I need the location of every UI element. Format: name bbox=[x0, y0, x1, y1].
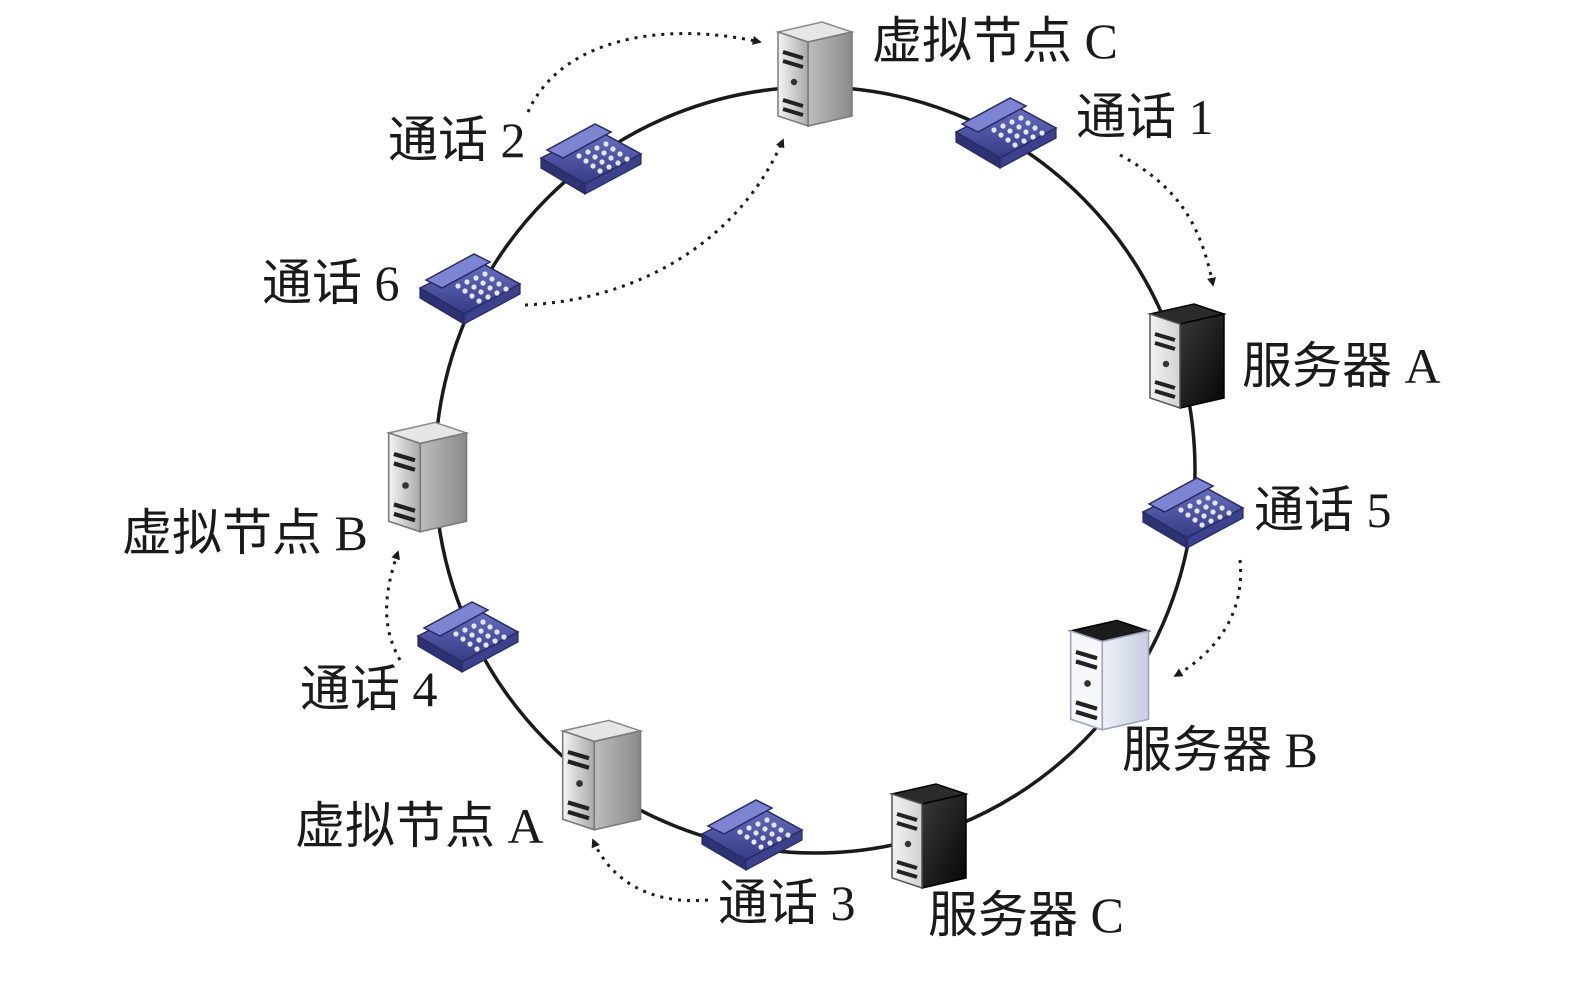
label-virtual-b: 虚拟节点 B bbox=[122, 505, 368, 561]
label-virtual-c: 虚拟节点 C bbox=[872, 13, 1118, 69]
hash-ring bbox=[433, 85, 1197, 855]
arrow-call-1-to-server-a bbox=[1119, 153, 1216, 287]
server-icon bbox=[389, 422, 467, 531]
label-server-a: 服务器 A bbox=[1242, 338, 1441, 394]
label-call-2: 通话 2 bbox=[388, 112, 526, 168]
label-call-1: 通话 1 bbox=[1076, 89, 1214, 145]
telephone-icon bbox=[540, 123, 642, 195]
arrow-call-2-to-virtual-c bbox=[526, 32, 762, 113]
label-call-6: 通话 6 bbox=[262, 255, 400, 311]
server-icon bbox=[890, 782, 968, 890]
label-virtual-a: 虚拟节点 A bbox=[295, 798, 544, 854]
arrow-call-4-to-virtual-b bbox=[385, 550, 402, 661]
server-icon bbox=[1071, 620, 1149, 729]
arrow-call-6-to-virtual-c bbox=[524, 138, 785, 307]
server-icon bbox=[563, 720, 641, 829]
arrow-call-5-to-server-b bbox=[1173, 559, 1243, 678]
label-call-5: 通话 5 bbox=[1254, 482, 1392, 538]
telephone-icon bbox=[1142, 477, 1244, 549]
telephone-icon bbox=[419, 253, 521, 325]
label-call-3: 通话 3 bbox=[718, 875, 856, 931]
telephone-icon bbox=[955, 97, 1057, 169]
label-call-4: 通话 4 bbox=[300, 661, 438, 717]
label-server-c: 服务器 C bbox=[928, 887, 1124, 943]
telephone-icon bbox=[701, 799, 803, 871]
label-server-b: 服务器 B bbox=[1122, 722, 1318, 778]
server-icon bbox=[1148, 302, 1226, 410]
server-icon bbox=[776, 20, 854, 128]
arrow-call-3-to-virtual-a bbox=[591, 838, 709, 903]
